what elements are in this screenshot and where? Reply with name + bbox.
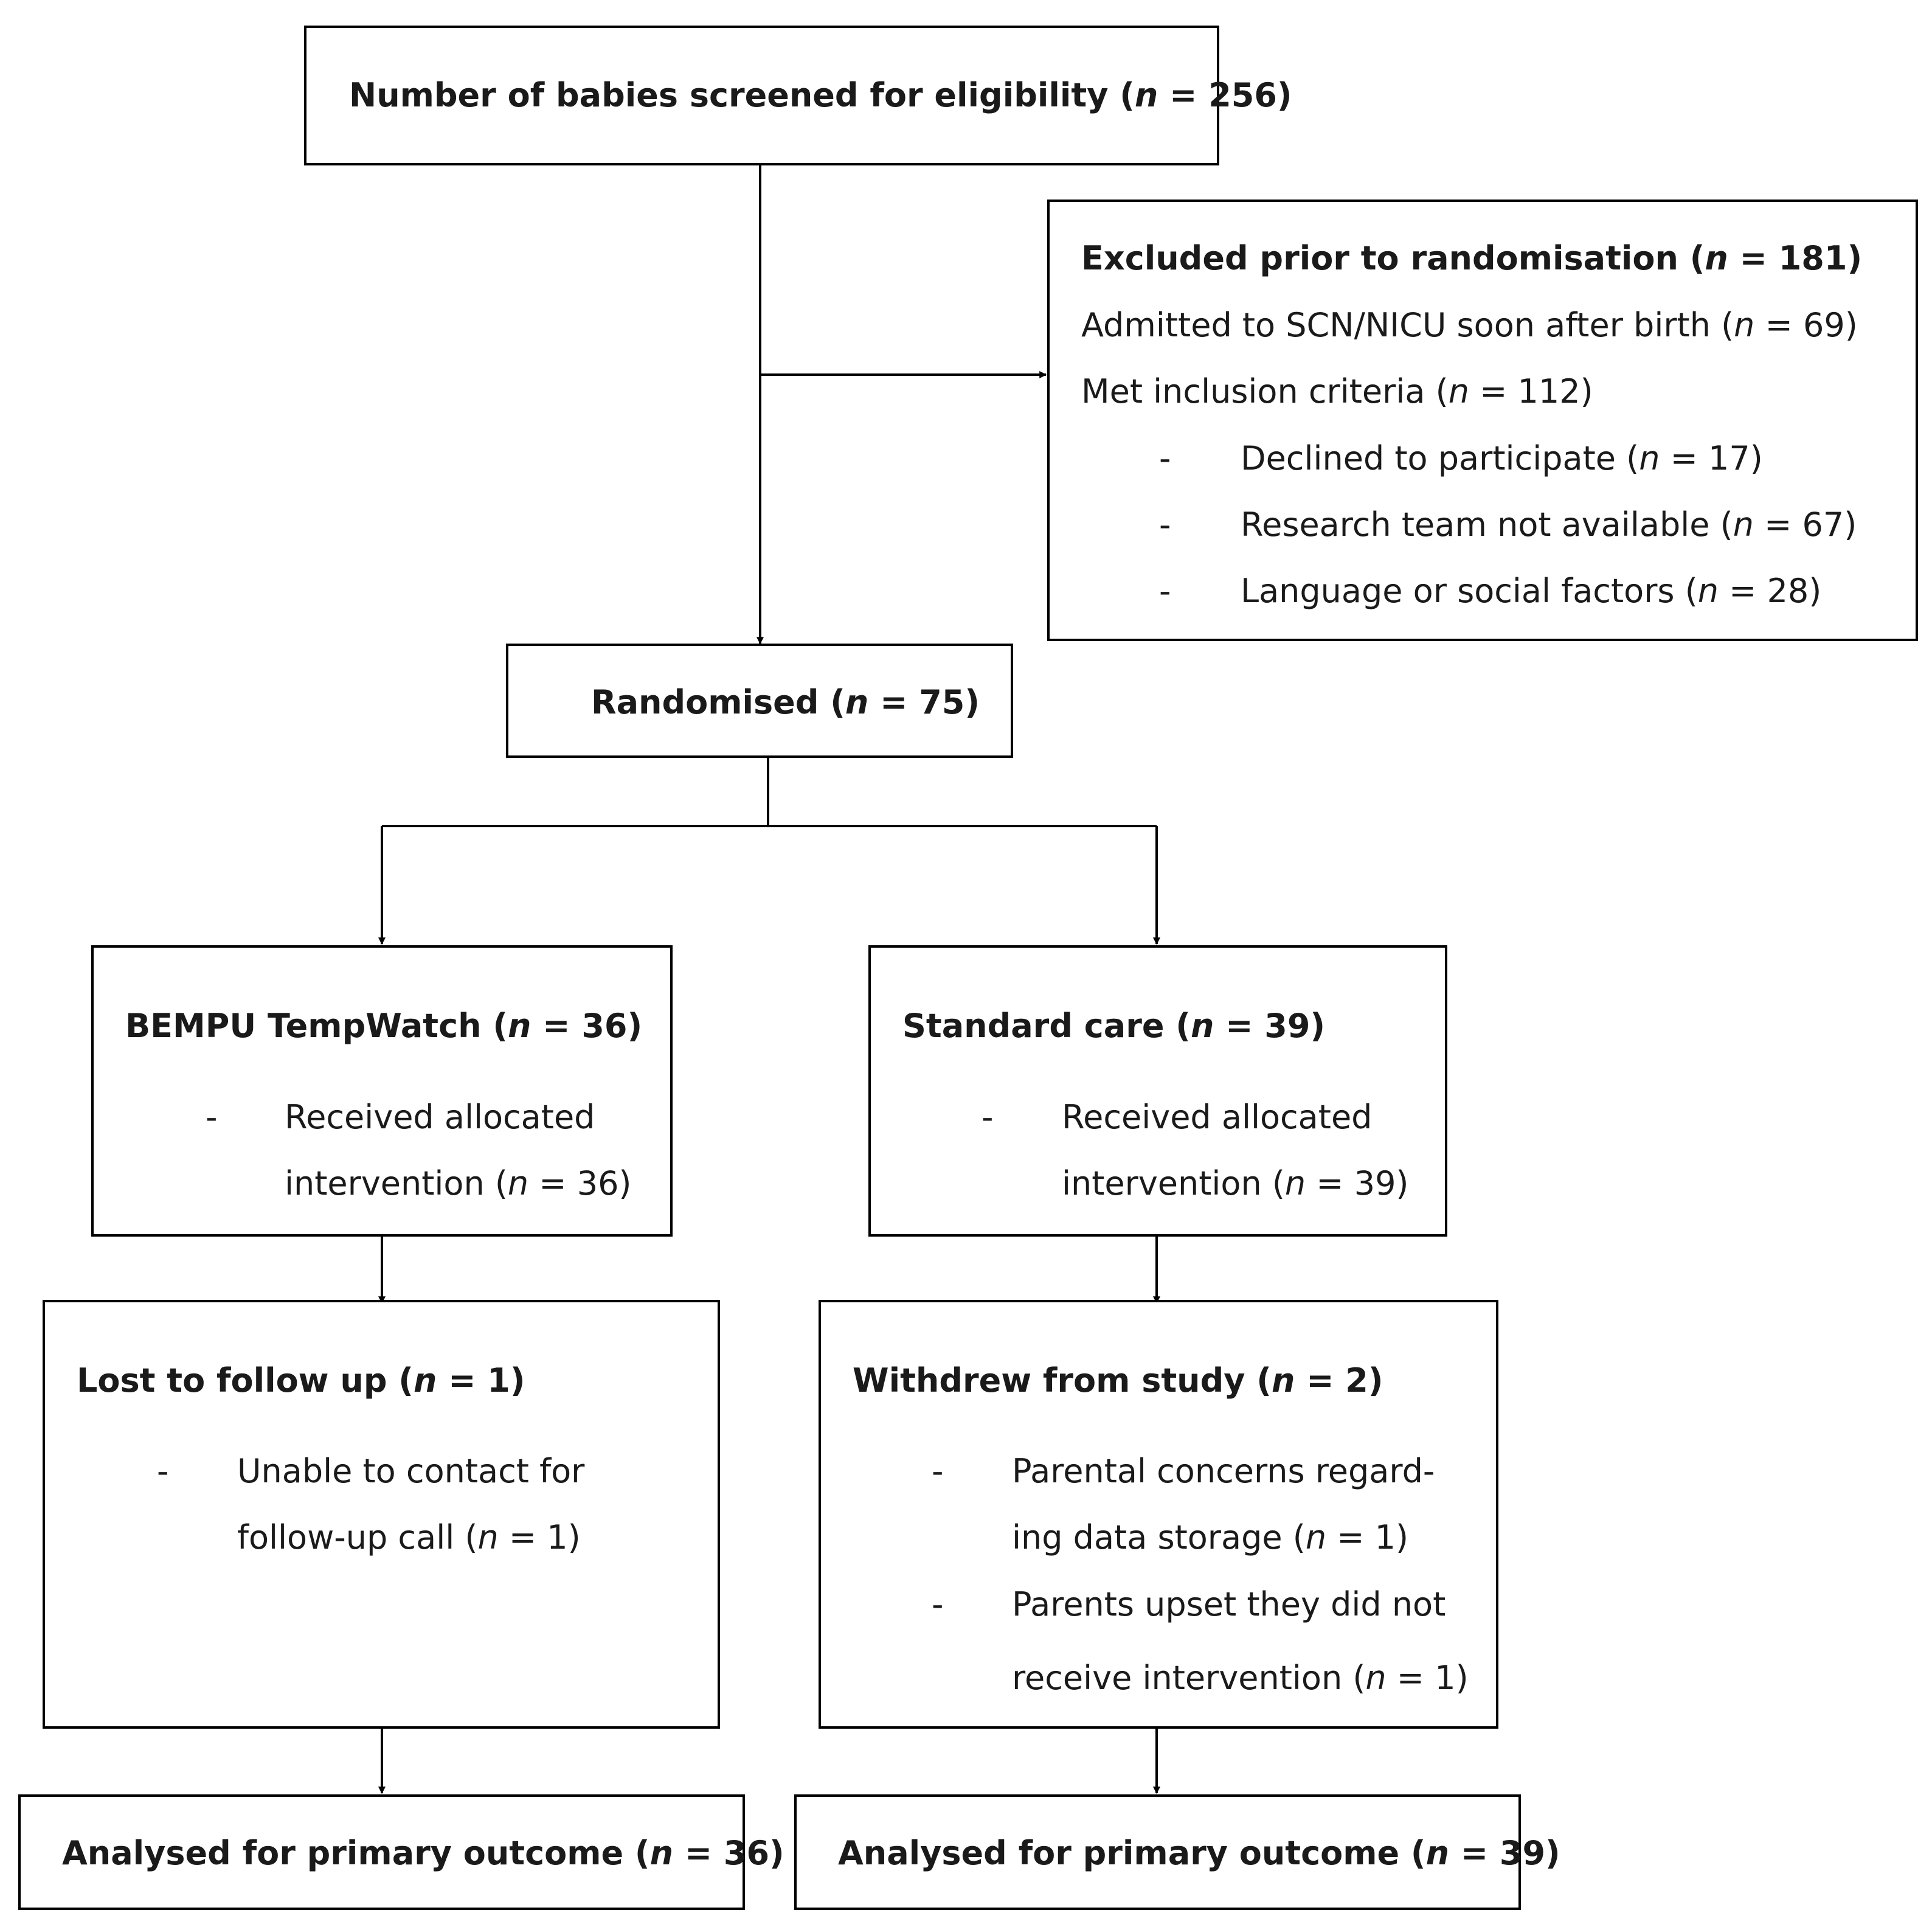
withdrew-reason1-line2: ing data storage (n = 1): [1012, 1518, 1409, 1557]
excluded-met-criteria: Met inclusion criteria (n = 112): [1081, 372, 1593, 411]
withdrew-box: [819, 1300, 1498, 1729]
excluded-admitted: Admitted to SCN/NICU soon after birth (n…: [1081, 306, 1858, 344]
analysed-right-text: Analysed for primary outcome (n = 39): [838, 1834, 1560, 1872]
standard-box: [868, 945, 1447, 1237]
lost-box: [43, 1300, 720, 1729]
excluded-research-team: Research team not available (n = 67): [1241, 505, 1857, 544]
withdrew-reason2-line2: receive intervention (n = 1): [1012, 1659, 1469, 1697]
lost-bullet: -: [157, 1452, 169, 1490]
randomised-text: Randomised (n = 75): [591, 683, 980, 721]
analysed-left-text: Analysed for primary outcome (n = 36): [62, 1834, 784, 1872]
screened-text: Number of babies screened for eligibilit…: [349, 76, 1292, 114]
standard-bullet: -: [982, 1098, 994, 1136]
analysed-right-box: [794, 1794, 1521, 1910]
excluded-bullet-research: -: [1159, 505, 1171, 544]
withdrew-reason1-line1: Parental concerns regard-: [1012, 1452, 1435, 1490]
excluded-language: Language or social factors (n = 28): [1241, 572, 1822, 610]
withdrew-bullet-1: -: [932, 1452, 944, 1490]
excluded-title: Excluded prior to randomisation (n = 181…: [1081, 239, 1863, 277]
excluded-bullet-declined: -: [1159, 439, 1171, 477]
screened-box: [304, 26, 1219, 165]
bempu-title: BEMPU TempWatch (n = 36): [125, 1007, 643, 1045]
lost-reason-line2: follow-up call (n = 1): [237, 1518, 581, 1557]
standard-received-line1: Received allocated: [1062, 1098, 1373, 1136]
excluded-bullet-language: -: [1159, 572, 1171, 610]
withdrew-bullet-2: -: [932, 1585, 944, 1623]
analysed-left-box: [18, 1794, 745, 1910]
excluded-declined: Declined to participate (n = 17): [1241, 439, 1763, 477]
bempu-received-line2: intervention (n = 36): [285, 1164, 632, 1203]
standard-received-line2: intervention (n = 39): [1062, 1164, 1409, 1203]
lost-title: Lost to follow up (n = 1): [77, 1361, 525, 1400]
withdrew-title: Withdrew from study (n = 2): [853, 1361, 1383, 1400]
bempu-received-line1: Received allocated: [285, 1098, 595, 1136]
excluded-box: [1047, 200, 1918, 641]
randomised-box: [506, 644, 1013, 758]
lost-reason-line1: Unable to contact for: [237, 1452, 585, 1490]
bempu-bullet: -: [206, 1098, 218, 1136]
withdrew-reason2-line1: Parents upset they did not: [1012, 1585, 1446, 1623]
bempu-box: [91, 945, 673, 1237]
standard-title: Standard care (n = 39): [902, 1007, 1326, 1045]
